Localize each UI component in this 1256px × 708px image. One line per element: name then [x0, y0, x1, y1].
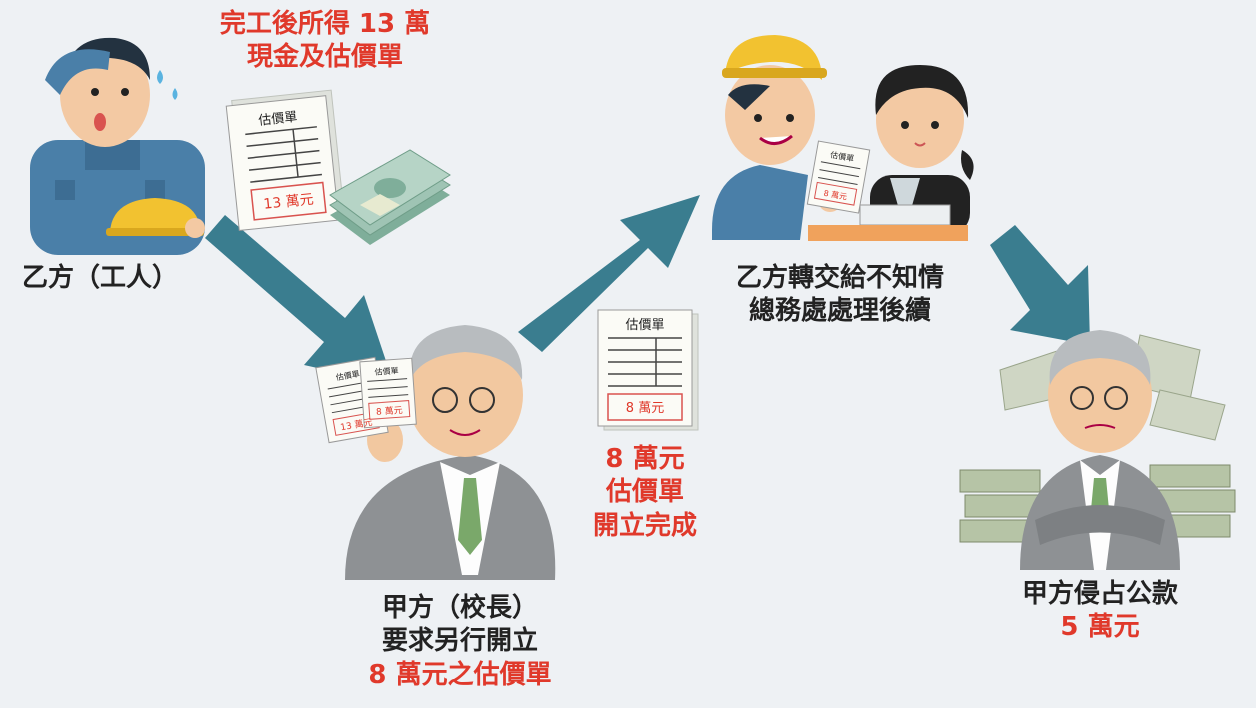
- principal-doc-b-title: 估價單: [374, 365, 399, 377]
- principal-label-line1: 甲方（校長）: [381, 593, 538, 623]
- worker-estimate-document: [225, 89, 345, 232]
- arrow-handover-to-result: [990, 225, 1090, 345]
- worker-doc-title: 估價單: [258, 110, 298, 129]
- worker-caption-line2: 現金及估價單: [246, 42, 403, 73]
- handover-doc-title: 估價單: [829, 149, 854, 163]
- worker-caption: 完工後所得 13 萬 現金及估價單: [190, 8, 460, 75]
- principal-label-line2: 要求另行開立: [381, 626, 538, 657]
- arrow-principal-to-handover: [518, 195, 700, 352]
- cash-bundle: [329, 149, 451, 245]
- handover-label-line2: 總務處處理後續: [748, 296, 931, 327]
- handover-label: 乙方轉交給不知情 總務處處理後續: [705, 262, 975, 329]
- worker-label: 乙方（工人）: [21, 263, 178, 293]
- estimate-caption-line3: 開立完成: [592, 510, 697, 541]
- principal-label: 甲方（校長） 要求另行開立 8 萬元之估價單: [320, 592, 600, 692]
- new-estimate-document: [597, 309, 699, 431]
- estimate-caption-line2: 估價單: [605, 477, 684, 508]
- result-label-line2: 5 萬元: [1060, 612, 1140, 643]
- principal-doc-b-amount: 8 萬元: [376, 404, 403, 418]
- estimate-caption: 8 萬元 估價單 開立完成: [565, 443, 725, 543]
- principal-label-line3: 8 萬元之估價單: [368, 659, 552, 690]
- arrow-worker-to-principal: [205, 215, 394, 385]
- estimate-doc-title: 估價單: [625, 318, 664, 333]
- result-label-line1: 甲方侵占公款: [1021, 579, 1178, 609]
- estimate-caption-line1: 8 萬元: [605, 444, 685, 474]
- estimate-doc-amount: 8 萬元: [626, 401, 664, 416]
- result-principal-figure: [1020, 330, 1180, 570]
- principal-small-document-b: [359, 357, 417, 429]
- worker-doc-amount: 13 萬元: [263, 192, 315, 213]
- handover-label-line1: 乙方轉交給不知情: [735, 263, 944, 293]
- result-label: 甲方侵占公款 5 萬元: [990, 578, 1210, 645]
- worker-caption-line1: 完工後所得 13 萬: [219, 9, 431, 39]
- worker-figure: [30, 37, 205, 255]
- handover-doc-amount: 8 萬元: [823, 188, 848, 202]
- principal-figure: [345, 325, 556, 580]
- principal-doc-a-title: 估價單: [335, 368, 360, 382]
- handover-document: [806, 140, 871, 214]
